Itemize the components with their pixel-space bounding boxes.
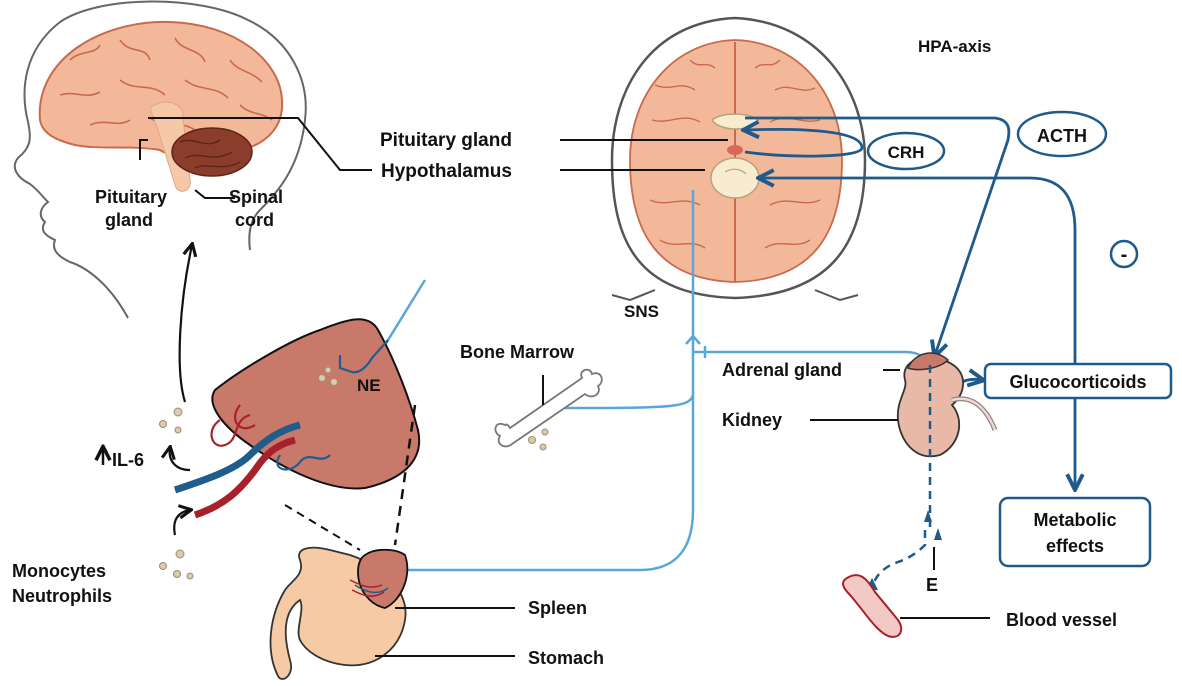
adrenal-gland-label: Adrenal gland: [722, 360, 842, 380]
il6-cell-3: [175, 427, 181, 433]
monocytes-label: Monocytes: [12, 561, 106, 581]
e-dashed-to-vessel: [872, 530, 925, 588]
spinal-cord-label-1: Spinal: [229, 187, 283, 207]
il6-label: IL-6: [112, 450, 144, 470]
e-arrow-2: [934, 528, 942, 540]
bm-cell-3: [540, 444, 546, 450]
zoom-line-left: [285, 505, 360, 550]
stomach-label: Stomach: [528, 648, 604, 668]
kidney-label: Kidney: [722, 410, 782, 430]
hpa-axis-label: HPA-axis: [918, 37, 991, 56]
mono-cell-1: [176, 550, 184, 558]
stomach-and-spleen: [271, 548, 408, 679]
head-sagittal: [15, 1, 372, 318]
skull-base-right: [815, 290, 858, 300]
bm-cell-1: [529, 437, 536, 444]
hypothalamus-label: Hypothalamus: [381, 161, 512, 182]
sns-to-bone-marrow: [565, 395, 693, 408]
bm-cell-2: [542, 429, 548, 435]
spinal-cord-label-2: cord: [235, 210, 274, 230]
ne-label: NE: [357, 376, 381, 395]
skull-base-left: [612, 290, 655, 300]
il6-to-brain-arrow: [180, 245, 192, 402]
brainstem-axial: [711, 158, 759, 198]
ne-vesicle-1: [319, 375, 326, 382]
sns-label: SNS: [624, 302, 659, 321]
cerebellum: [172, 128, 252, 176]
spleen-enlarged: [175, 319, 419, 515]
acth-label: ACTH: [1037, 126, 1087, 146]
mono-cell-2: [160, 563, 167, 570]
mono-cell-4: [187, 573, 193, 579]
spleen-label: Spleen: [528, 598, 587, 618]
pituitary-gland-head-label-2: gland: [105, 210, 153, 230]
kidney-adrenal: [898, 353, 995, 456]
metabolic-effects-label-2: effects: [1046, 536, 1104, 556]
bone-marrow-label: Bone Marrow: [460, 342, 575, 362]
negative-feedback-label: -: [1121, 244, 1128, 266]
crh-label: CRH: [888, 143, 925, 162]
il6-cell-2: [160, 421, 167, 428]
blood-vessel-label: Blood vessel: [1006, 610, 1117, 630]
monocyte-recruitment-arrow: [174, 510, 190, 535]
bone-marrow-icon: [495, 370, 601, 450]
epinephrine-label: E: [926, 575, 938, 595]
ne-vesicle-3: [325, 367, 331, 373]
mono-cell-3: [174, 571, 181, 578]
glucocorticoids-label: Glucocorticoids: [1009, 372, 1146, 392]
pituitary-gland-head-label-1: Pituitary: [95, 187, 167, 207]
il6-cell-1: [174, 408, 182, 416]
ne-vesicle-2: [331, 379, 338, 386]
il6-release-arrow: [170, 448, 190, 470]
metabolic-effects-label-1: Metabolic: [1033, 510, 1116, 530]
pituitary-gland-label: Pituitary gland: [380, 130, 512, 151]
neutrophils-label: Neutrophils: [12, 586, 112, 606]
hypothalamus-axial-dot: [727, 145, 743, 155]
sns-to-spleen-nerve: [385, 280, 425, 345]
brain-axial: [612, 18, 865, 300]
